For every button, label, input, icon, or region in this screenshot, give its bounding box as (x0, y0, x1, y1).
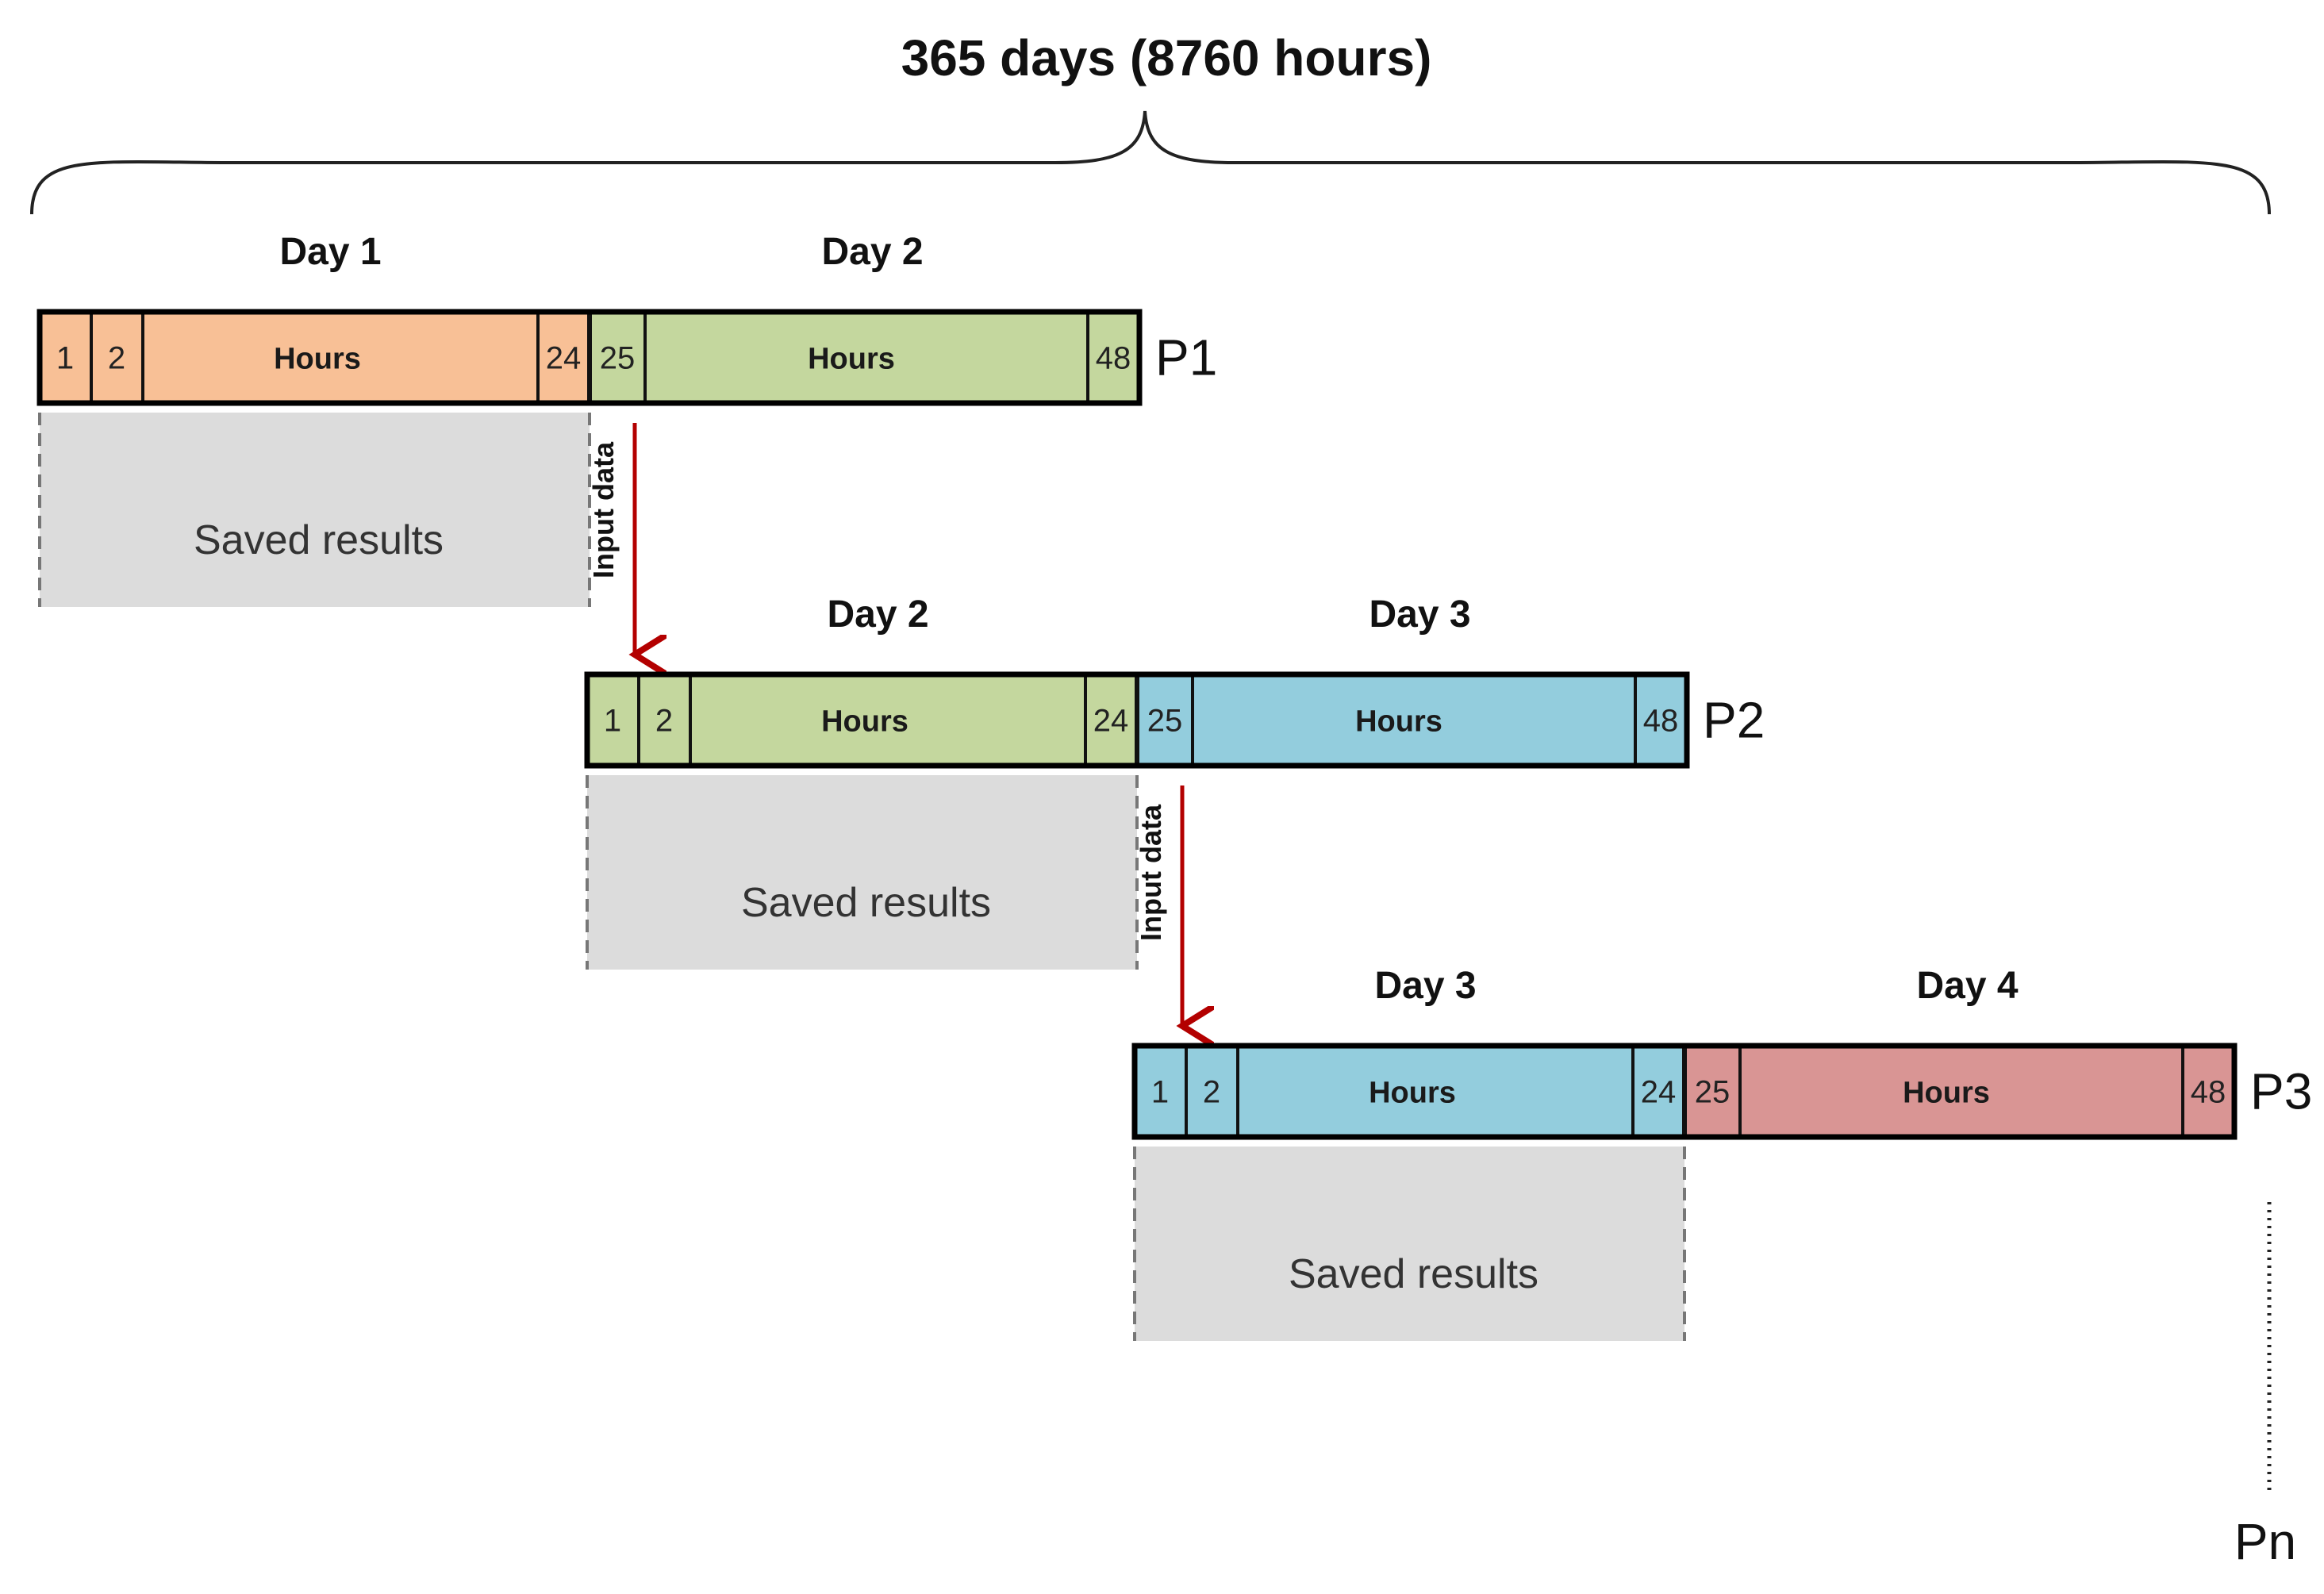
period-label-pn: Pn (2234, 1513, 2296, 1570)
hour-number-label: 24 (546, 341, 582, 376)
period-bar-border (584, 671, 1690, 769)
period-label-p2: P2 (1703, 692, 1765, 749)
period-bar-border (1131, 1043, 2238, 1140)
hour-number-label: 24 (1641, 1075, 1677, 1110)
day-header-right: Day 3 (1369, 593, 1470, 636)
day-header-left: Day 1 (279, 231, 381, 273)
period-label-p3: P3 (2250, 1063, 2312, 1120)
saved-results-label: Saved results (194, 517, 444, 563)
period-bar-border (36, 309, 1143, 406)
hour-number-label: 24 (1093, 704, 1129, 739)
hours-label: Hours (808, 343, 895, 376)
hour-number-label: 48 (1096, 341, 1131, 376)
saved-results-label: Saved results (1289, 1251, 1538, 1297)
input-data-label: Input data (587, 441, 620, 578)
hour-number-label: 1 (1151, 1075, 1169, 1110)
day-block-left (587, 674, 1137, 766)
day-block-left (40, 312, 590, 403)
day-block-right (590, 312, 1139, 403)
day-header-left: Day 2 (827, 593, 928, 636)
day-header-left: Day 3 (1374, 965, 1476, 1007)
hours-label: Hours (1369, 1077, 1456, 1110)
saved-results-box (40, 413, 590, 607)
day-block-left (1135, 1046, 1684, 1137)
hour-number-label: 2 (655, 704, 673, 739)
hour-number-label: 25 (1695, 1075, 1731, 1110)
period-label-p1: P1 (1155, 329, 1217, 386)
hour-number-label: 1 (604, 704, 621, 739)
hour-number-label: 48 (1643, 704, 1679, 739)
hour-number-label: 2 (108, 341, 125, 376)
hour-number-label: 25 (600, 341, 636, 376)
hour-number-label: 25 (1147, 704, 1183, 739)
hour-number-label: 2 (1203, 1075, 1220, 1110)
saved-results-box (1135, 1147, 1684, 1341)
day-header-right: Day 2 (821, 231, 923, 273)
day-block-right (1137, 674, 1687, 766)
input-data-label: Input data (1135, 804, 1167, 941)
hours-label: Hours (821, 705, 908, 739)
hours-label: Hours (274, 343, 361, 376)
day-block-right (1684, 1046, 2234, 1137)
diagram-title: 365 days (8760 hours) (901, 29, 1432, 86)
saved-results-box (587, 775, 1137, 970)
hour-number-label: 1 (56, 341, 74, 376)
hour-number-label: 48 (2191, 1075, 2226, 1110)
year-brace (30, 110, 2271, 215)
hours-label: Hours (1903, 1077, 1990, 1110)
hours-label: Hours (1355, 705, 1442, 739)
saved-results-label: Saved results (741, 880, 991, 926)
day-header-right: Day 4 (1916, 965, 2018, 1007)
